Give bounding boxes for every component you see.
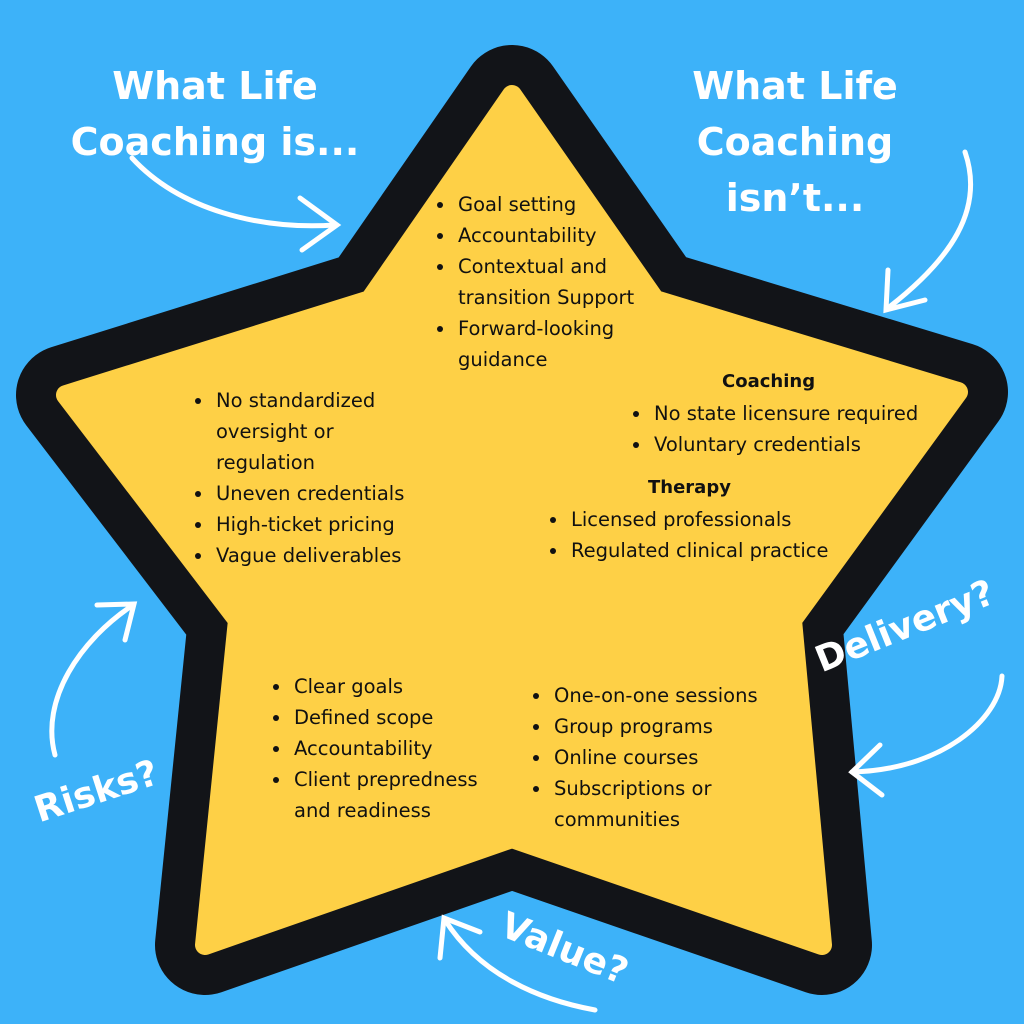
list-item: No standardized oversight or regulation bbox=[214, 385, 391, 478]
therapy-list: Licensed professionals Regulated clinica… bbox=[545, 504, 889, 566]
list-item: High-ticket pricing bbox=[214, 509, 454, 540]
value-list: Clear goals Defined scope Accountability… bbox=[268, 671, 492, 826]
list-item: Uneven credentials bbox=[214, 478, 454, 509]
list-item: Forward-looking guidance bbox=[456, 313, 633, 375]
list-item: Contextual and transition Support bbox=[456, 251, 686, 313]
delivery-list: One-on-one sessions Group programs Onlin… bbox=[528, 680, 782, 835]
arrow-isnt-head bbox=[883, 267, 928, 314]
list-item: Client prepredness and readiness bbox=[292, 764, 492, 826]
heading-what-it-isnt: What Life Coaching isn’t... bbox=[692, 64, 898, 220]
list-item: No state licensure required bbox=[652, 398, 972, 429]
arrow-is-head bbox=[297, 195, 342, 253]
list-item: Defined scope bbox=[292, 702, 492, 733]
arrow-delivery bbox=[849, 673, 1005, 775]
list-item: Accountability bbox=[456, 220, 686, 251]
coaching-title: Coaching bbox=[722, 371, 816, 392]
list-item: Subscriptions or communities bbox=[552, 773, 729, 835]
list-item: Online courses bbox=[552, 742, 782, 773]
list-item: Clear goals bbox=[292, 671, 492, 702]
list-item: Voluntary credentials bbox=[652, 429, 972, 460]
list-item: Goal setting bbox=[456, 189, 686, 220]
arrow-value bbox=[442, 917, 598, 1013]
coaching-list: No state licensure required Voluntary cr… bbox=[628, 398, 972, 460]
arrow-isnt bbox=[885, 149, 974, 311]
arrow-delivery-head bbox=[848, 742, 885, 798]
heading-what-it-is: What Life Coaching is... bbox=[70, 64, 360, 164]
list-item: Regulated clinical practice bbox=[569, 535, 889, 566]
is-list: Goal setting Accountability Contextual a… bbox=[432, 189, 686, 375]
list-item: Group programs bbox=[552, 711, 782, 742]
arrow-value-head bbox=[437, 914, 483, 961]
list-item: Vague deliverables bbox=[214, 540, 454, 571]
arrow-risks bbox=[49, 602, 136, 758]
therapy-title: Therapy bbox=[648, 477, 731, 498]
star-fill bbox=[56, 85, 968, 955]
list-item: One-on-one sessions bbox=[552, 680, 782, 711]
list-item: Licensed professionals bbox=[569, 504, 889, 535]
list-item: Accountability bbox=[292, 733, 492, 764]
risks-list: No standardized oversight or regulation … bbox=[190, 385, 454, 571]
arrow-is bbox=[129, 155, 338, 229]
arrow-risks-head bbox=[94, 601, 138, 643]
